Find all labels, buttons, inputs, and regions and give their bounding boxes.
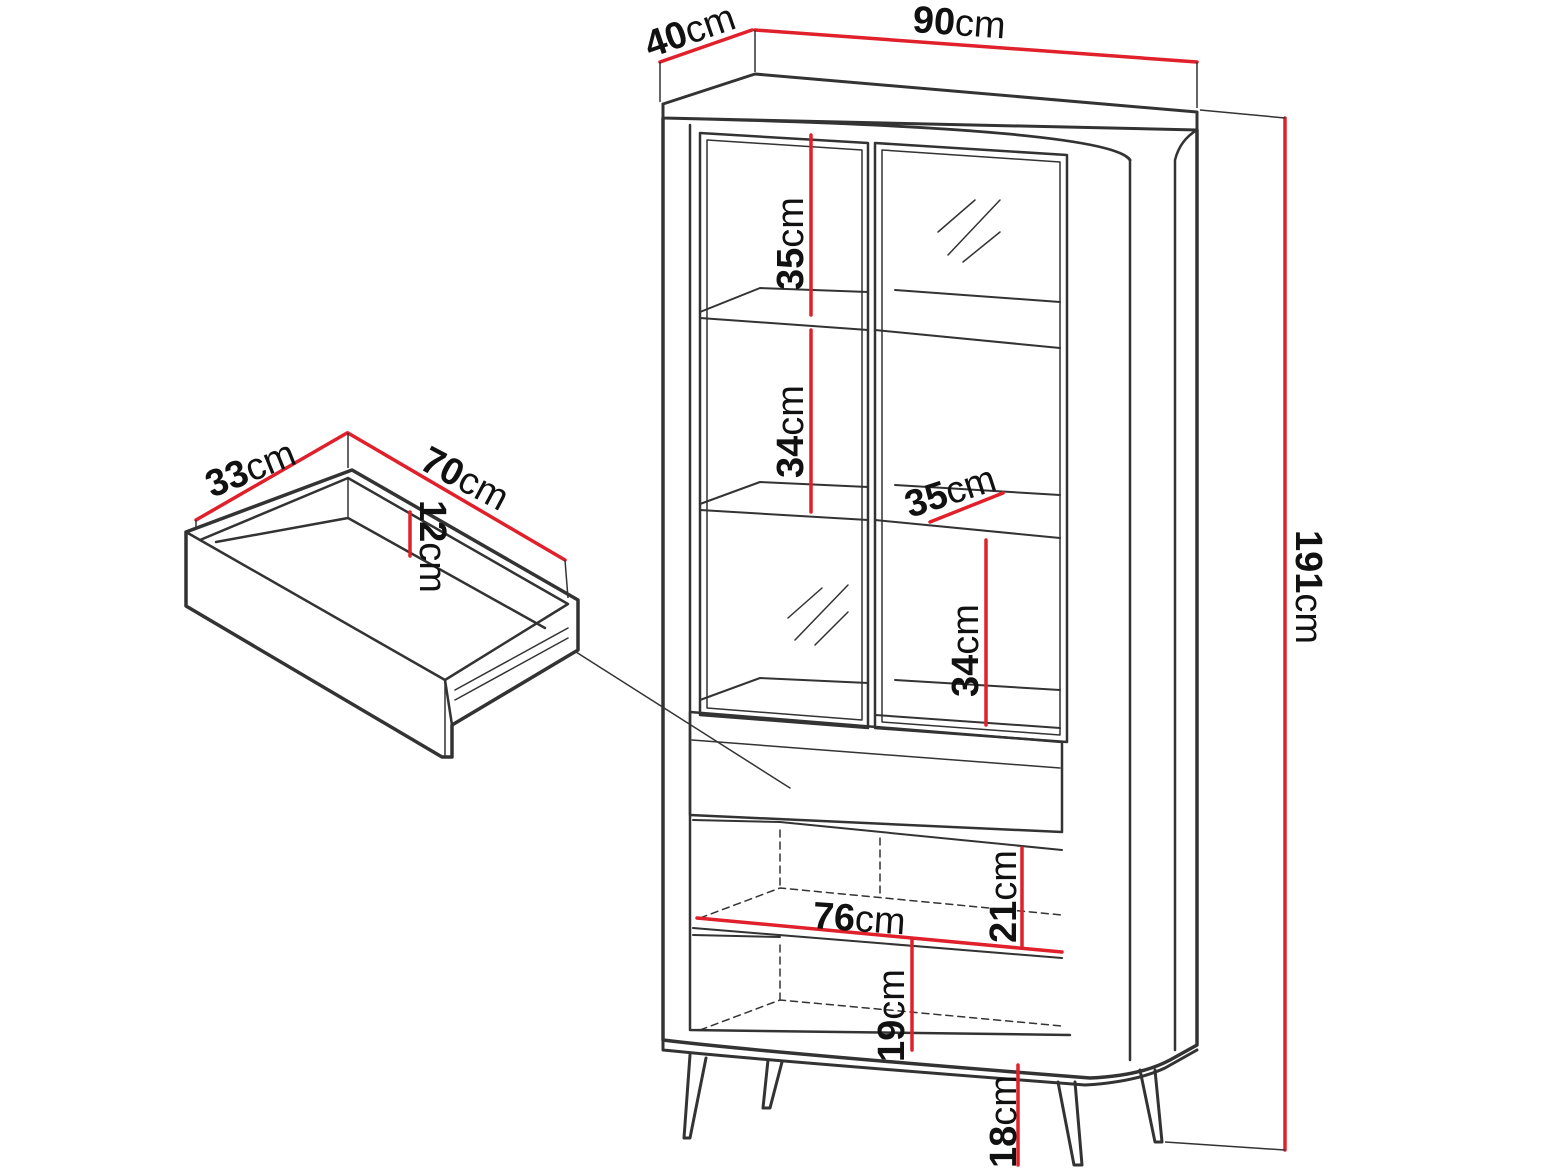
glass-reflection-top xyxy=(937,199,1001,263)
glass-reflection-bottom xyxy=(787,584,849,646)
label-top-shelf-height: 35cm xyxy=(770,197,812,290)
label-cabinet-depth: 40cm xyxy=(639,0,741,67)
dim-line-width xyxy=(753,28,1199,64)
open-niche-upper xyxy=(692,819,1063,851)
drawer-front-edge xyxy=(691,739,1061,769)
label-inner-width: 76cm xyxy=(811,895,907,943)
dimension-labels: 40cm 90cm 191cm 35cm 34cm 35cm 34cm 76cm… xyxy=(200,0,1329,1168)
right-glass-door-inner xyxy=(881,149,1061,736)
drawer-leader-line xyxy=(575,651,791,789)
drawer-box-inner xyxy=(347,477,569,758)
drawer xyxy=(184,468,580,759)
cabinet-side-panel xyxy=(1128,128,1199,1062)
extension-lines xyxy=(195,30,1286,1151)
cabinet-bottom-edge xyxy=(661,1038,1199,1087)
label-middle-shelf-height: 34cm xyxy=(770,385,812,478)
dim-line-drawer-depth xyxy=(194,431,349,522)
dim-line-depth xyxy=(658,28,754,64)
dimension-lines xyxy=(194,28,1287,1167)
dim-line-inner-width xyxy=(695,916,1064,954)
label-leg-height: 18cm xyxy=(983,1075,1025,1168)
glass-shelf-3 xyxy=(699,677,1061,729)
cabinet-body-outline xyxy=(661,116,1199,1080)
label-upper-niche-height: 21cm xyxy=(983,850,1025,943)
glass-shelf-1 xyxy=(699,287,1061,349)
drawer-front xyxy=(688,710,1064,834)
label-shelf-depth: 35cm xyxy=(900,458,1001,527)
leg-front-left xyxy=(682,1053,708,1140)
leg-back-left xyxy=(761,1058,784,1110)
leg-front-right xyxy=(1056,1080,1084,1167)
cabinet-inner-frame xyxy=(688,123,1072,1037)
label-lower-niche-height: 19cm xyxy=(871,969,913,1062)
right-glass-door xyxy=(873,141,1069,744)
label-cabinet-height: 191cm xyxy=(1287,530,1329,644)
glass-shelf-2 xyxy=(699,481,1061,539)
label-drawer-height: 12cm xyxy=(411,500,453,593)
dim-line-shelf-depth xyxy=(928,491,1005,524)
drawer-box-top-rim xyxy=(198,476,570,682)
dim-line-drawer-width xyxy=(346,431,567,562)
label-lower-glass-height: 34cm xyxy=(945,604,987,697)
drawer-front-panel xyxy=(184,530,454,727)
open-niche-back xyxy=(699,829,1063,1031)
niche-shelf xyxy=(692,927,1063,959)
label-cabinet-width: 90cm xyxy=(911,0,1007,47)
leg-back-right xyxy=(1138,1068,1164,1144)
